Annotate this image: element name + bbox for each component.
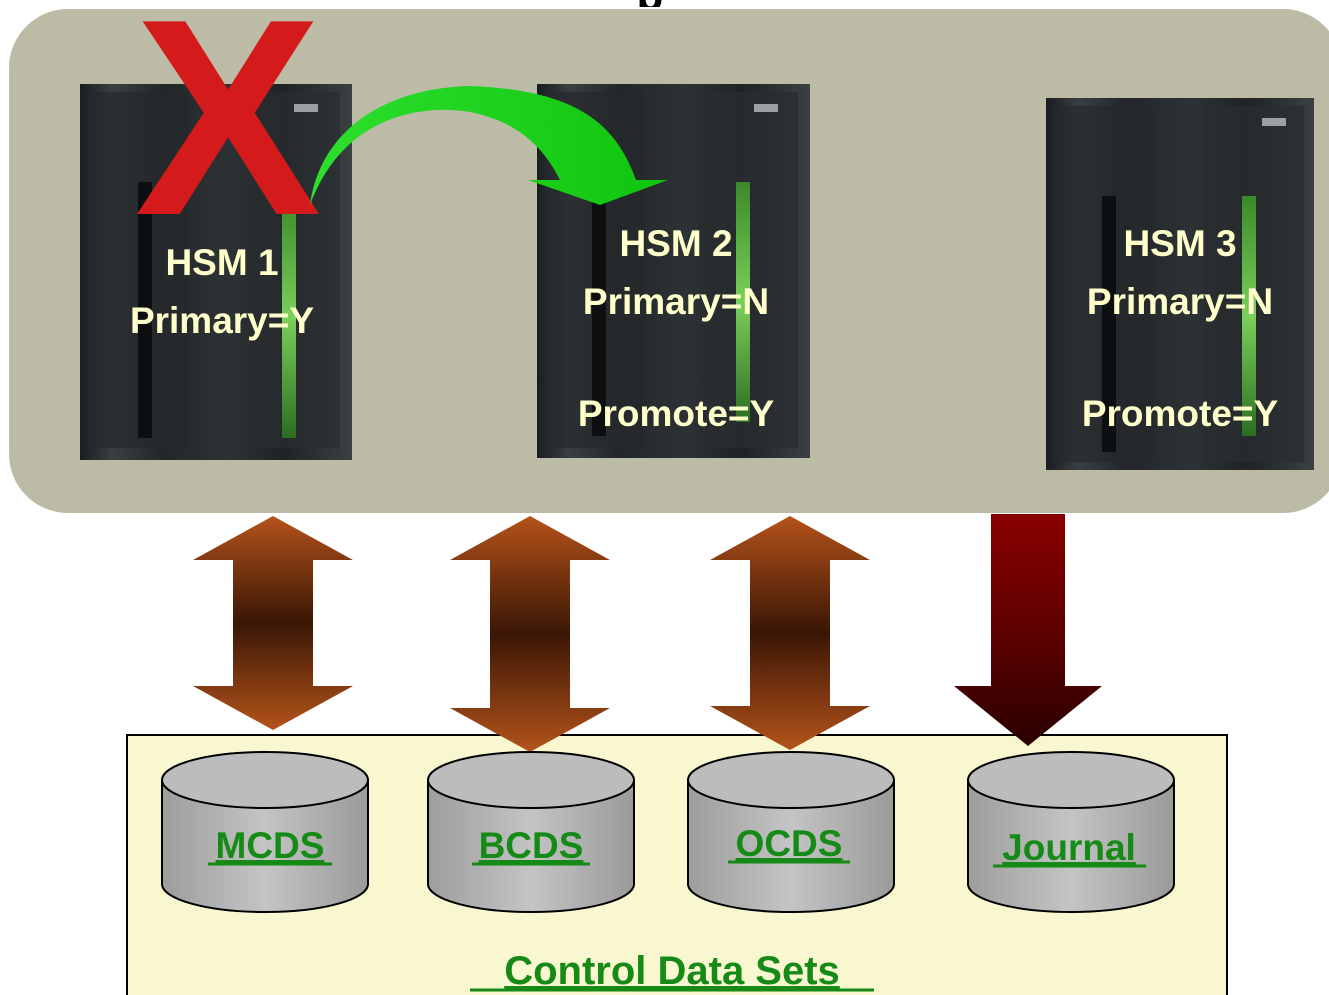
dataset-label: Journal (1002, 827, 1136, 868)
cylinder-body (427, 779, 635, 913)
cabinet-light-strip (736, 182, 750, 422)
takeover-arrow (310, 86, 668, 205)
dataset-label: BCDS (479, 825, 584, 866)
cylinder-mcds: MCDS (161, 751, 369, 913)
failure-x-mark: X (135, 0, 323, 274)
server-primary: Primary=N (583, 281, 769, 322)
server-name: HSM 2 (619, 223, 732, 264)
cylinder-journal: Journal (967, 751, 1175, 913)
cabinet-slot (138, 182, 152, 438)
cylinder-top (427, 751, 635, 809)
cylinder-top (161, 751, 369, 809)
cabinet-light-strip (1242, 196, 1256, 436)
io-arrow-bcds (450, 516, 610, 752)
ibm-logo (754, 104, 778, 112)
server-hsm1: HSM 1 Primary=Y (80, 84, 352, 460)
cylinder-top (967, 751, 1175, 809)
server-name: HSM 3 (1123, 223, 1236, 264)
control-data-sets-label: Control Data Sets (504, 949, 840, 993)
cabinet-slot (592, 180, 606, 436)
dataset-label: MCDS (216, 825, 325, 866)
journal-write-arrow (954, 514, 1102, 746)
server-promote: Promote=Y (578, 393, 775, 434)
cylinder-body (687, 779, 895, 913)
ibm-logo (1262, 118, 1286, 126)
server-primary: Primary=N (1087, 281, 1273, 322)
cabinet-slot (1102, 196, 1116, 452)
cabinet-light-strip (282, 198, 296, 438)
cylinder-body (967, 779, 1175, 913)
server-name: HSM 1 (165, 242, 278, 283)
server-primary: Primary=Y (130, 300, 314, 341)
cylinder-bcds: BCDS (427, 751, 635, 913)
server-hsm3: HSM 3 Primary=N Promote=Y (1046, 98, 1314, 470)
server-promote: Promote=Y (1082, 393, 1279, 434)
io-arrow-ocds (710, 516, 870, 750)
cylinder-top (687, 751, 895, 809)
cylinder-ocds: OCDS (687, 751, 895, 913)
cylinder-body (161, 779, 369, 913)
io-arrow-mcds (193, 516, 353, 730)
ibm-logo (294, 104, 318, 112)
dataset-label: OCDS (736, 823, 843, 864)
